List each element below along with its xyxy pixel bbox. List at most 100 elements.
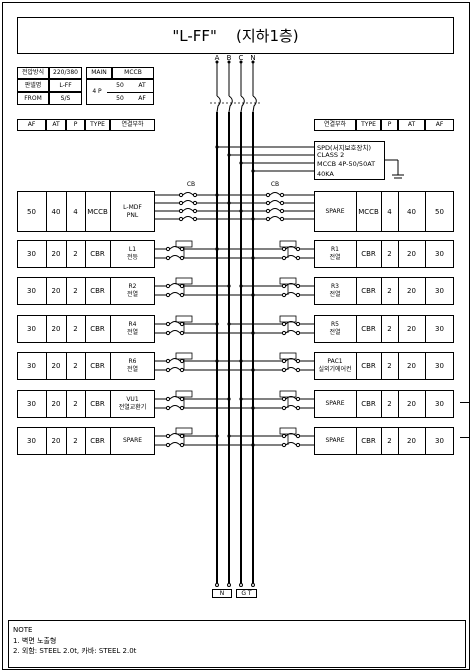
breaker-arc — [285, 283, 297, 287]
breaker-contact — [265, 216, 271, 222]
breaker-contact — [165, 330, 171, 336]
leakage-relay — [175, 315, 193, 323]
breaker-contact — [279, 208, 285, 214]
note-box — [8, 620, 466, 668]
breaker-contact — [281, 330, 287, 336]
breaker-arc — [285, 405, 297, 409]
spec-at-value: 50 — [116, 82, 124, 89]
right-feeder-af: 30 — [435, 287, 444, 295]
main-breaker-contact — [252, 95, 257, 113]
junction-dot — [215, 247, 219, 251]
bus-terminal — [227, 583, 231, 587]
breaker-contact — [178, 208, 184, 214]
left-feeder-p: 2 — [73, 437, 78, 445]
breaker-contact — [192, 216, 198, 222]
main-breaker-contact — [216, 95, 221, 113]
left-feeder-p: 2 — [73, 325, 78, 333]
breaker-arc — [169, 292, 181, 296]
junction-dot — [251, 406, 255, 410]
neutral-terminal-box — [212, 589, 232, 598]
spd-line-2: CLASS 2 — [317, 151, 345, 159]
bus-terminal — [215, 583, 219, 587]
breaker-contact — [165, 283, 171, 289]
breaker-arc — [285, 367, 297, 371]
breaker-contact — [165, 367, 171, 373]
left-feeder-load: R2 전열 — [126, 283, 139, 298]
breaker-contact — [279, 192, 285, 198]
breaker-contact — [179, 330, 185, 336]
right-feeder-load: R3 전열 — [329, 283, 341, 298]
right-feeder-box — [314, 240, 454, 268]
spec-poles: 4 P — [92, 88, 102, 95]
breaker-contact — [281, 321, 287, 327]
left-feeder-box — [17, 390, 155, 418]
right-feeder-load: SPARE — [325, 437, 345, 444]
ground-terminal-label: G T — [241, 589, 252, 597]
title-box — [17, 17, 454, 54]
breaker-contact — [295, 246, 301, 252]
right-feeder-p: 2 — [387, 400, 392, 408]
breaker-contact — [295, 442, 301, 448]
left-feeder-type: CBR — [90, 400, 105, 408]
breaker-contact — [165, 292, 171, 298]
breaker-contact — [281, 405, 287, 411]
right-feeder-af: 30 — [435, 325, 444, 333]
left-feeder-p: 4 — [73, 207, 78, 216]
breaker-arc — [285, 321, 297, 325]
phase-label-a: A — [214, 53, 220, 62]
spec-value-voltage: 220/380 — [53, 69, 78, 76]
junction-dot — [227, 397, 231, 401]
breaker-contact — [265, 208, 271, 214]
right-feeder-box — [314, 427, 454, 455]
spd-line-1: SPD(서지보호장치) — [317, 144, 372, 152]
page-title: "L-FF" (지하1층) — [172, 26, 299, 45]
left-feeder-type: CBR — [90, 287, 105, 295]
breaker-contact — [178, 192, 184, 198]
leakage-relay — [175, 427, 193, 435]
leakage-relay — [279, 352, 297, 360]
right-feeder-af: 30 — [435, 250, 444, 258]
right-feeder-p: 2 — [387, 325, 392, 333]
breaker-arc — [169, 396, 181, 400]
breaker-contact — [165, 358, 171, 364]
breaker-contact — [165, 246, 171, 252]
note-title: NOTE — [13, 626, 33, 634]
breaker-contact — [178, 216, 184, 222]
incoming-terminal — [215, 60, 219, 64]
leakage-relay — [175, 352, 193, 360]
breaker-arc — [285, 246, 297, 250]
breaker-arc — [169, 321, 181, 325]
breaker-contact — [165, 396, 171, 402]
breaker-contact — [179, 405, 185, 411]
left-feeder-af: 50 — [27, 207, 36, 216]
leakage-relay — [175, 240, 193, 248]
right-feeder-at: 20 — [407, 287, 416, 295]
left-feeder-p: 2 — [73, 400, 78, 408]
breaker-contact — [295, 367, 301, 373]
spec-main-label: MAIN — [91, 69, 107, 76]
breaker-contact — [165, 405, 171, 411]
margin-tick-1 — [460, 402, 470, 403]
left-feeder-af: 30 — [27, 362, 36, 370]
junction-dot — [251, 368, 255, 372]
left-feeder-at: 20 — [51, 287, 61, 295]
right-feeder-p: 2 — [387, 287, 392, 295]
breaker-arc — [285, 396, 297, 400]
right-header-at: AT — [407, 121, 416, 128]
left-feeder-box — [17, 427, 155, 455]
left-feeder-af: 30 — [27, 250, 36, 258]
leakage-relay — [279, 240, 297, 248]
breaker-arc — [269, 192, 281, 196]
right-feeder-af: 30 — [435, 362, 444, 370]
left-header-load: 연결부하 — [121, 121, 144, 128]
junction-dot — [227, 434, 231, 438]
right-feeder-af: 50 — [435, 207, 444, 216]
right-feeder-af: 30 — [435, 437, 444, 445]
left-feeder-load: R4 전열 — [126, 321, 139, 336]
breaker-contact — [281, 246, 287, 252]
right-feeder-type: CBR — [361, 362, 376, 370]
left-feeder-at: 40 — [51, 207, 61, 216]
note-item-1: 1. 벽면 노출형 — [13, 637, 57, 645]
leakage-relay — [279, 315, 297, 323]
